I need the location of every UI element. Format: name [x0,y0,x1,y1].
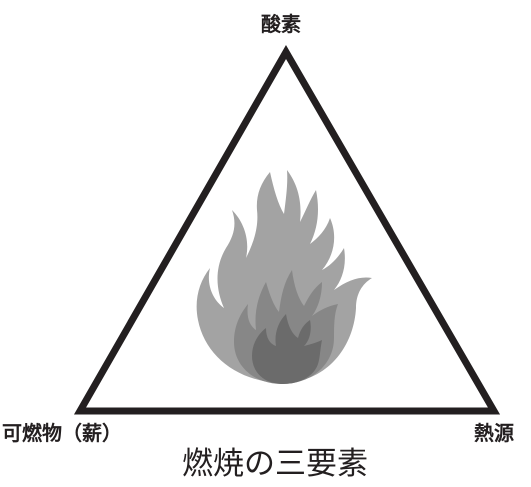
vertex-label-oxygen: 酸素 [261,12,301,36]
flame-icon [196,170,372,384]
flame-inner-core [252,314,322,384]
vertex-label-fuel: 可燃物（薪） [2,421,122,445]
diagram-title: 燃焼の三要素 [182,446,368,482]
fire-triangle [73,44,501,415]
vertex-label-heat: 熱源 [474,421,514,445]
